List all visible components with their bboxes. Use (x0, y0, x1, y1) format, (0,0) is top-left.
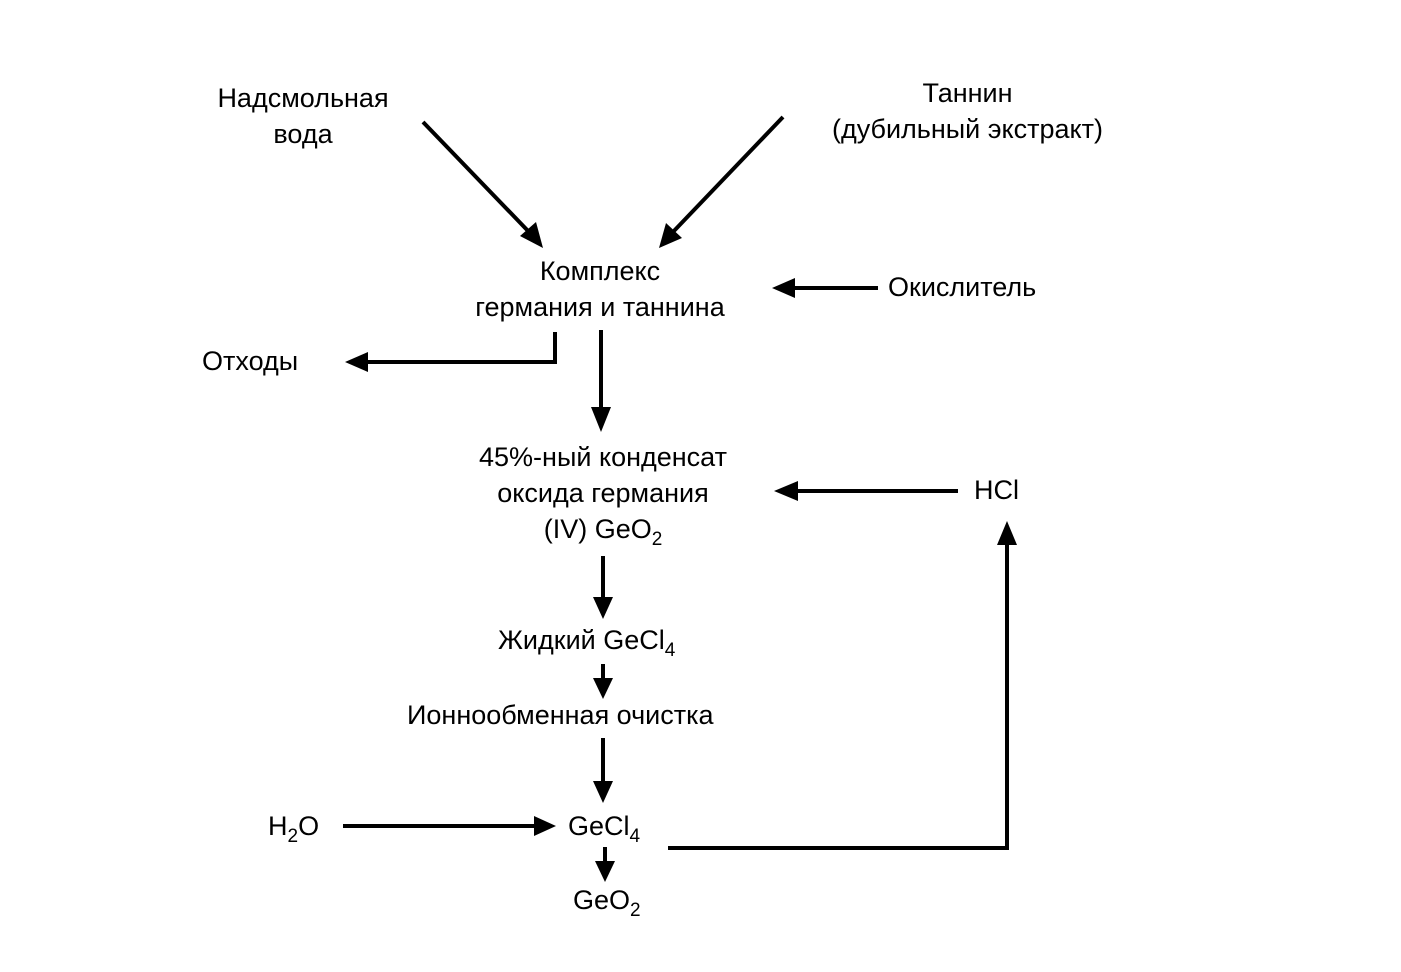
node-tannin: Таннин (дубильный экстракт) (790, 75, 1145, 147)
arrowhead-icon (593, 597, 613, 619)
arrowhead-icon (772, 278, 795, 298)
arrowhead-icon (593, 678, 613, 699)
node-complex: Комплекс германия и таннина (430, 253, 770, 325)
condensate-line2: оксида германия (497, 478, 709, 508)
node-waste: Отходы (202, 343, 298, 379)
arrowhead-icon (345, 352, 368, 372)
arrowhead-icon (591, 407, 611, 432)
hcl-text: HCl (974, 475, 1019, 505)
tannin-line2: (дубильный экстракт) (831, 114, 1104, 144)
resin-water-line1: Надсмольная (217, 83, 389, 113)
arrowhead-icon (774, 481, 798, 501)
complex-line2: германия и таннина (475, 292, 725, 322)
arrow-tannin-to-complex (670, 115, 785, 235)
arrowhead-icon (593, 781, 613, 803)
oxidizer-text: Окислитель (888, 272, 1037, 302)
arrow-gecl4-to-hcl (668, 540, 1009, 850)
node-liquid-gecl4: Жидкий GeCl4 (498, 625, 676, 661)
condensate-line3: (IV) GeO2 (543, 514, 663, 550)
arrowhead-icon (997, 521, 1017, 545)
arrowhead-icon (534, 816, 556, 836)
node-resin-water: Надсмольная вода (193, 80, 413, 152)
node-oxidizer: Окислитель (888, 269, 1036, 305)
arrowhead-icon (595, 861, 615, 882)
node-ion-exchange: Ионнообменная очистка (407, 697, 714, 733)
node-condensate: 45%-ный конденсат оксида германия (IV) G… (423, 439, 783, 550)
complex-line1: Комплекс (539, 256, 661, 286)
tannin-line1: Таннин (922, 78, 1013, 108)
arrow-resin-water-to-complex (421, 120, 532, 235)
node-geo2: GeO2 (573, 885, 641, 921)
node-hcl: HCl (974, 472, 1019, 508)
ion-exchange-text: Ионнообменная очистка (407, 700, 714, 730)
arrowhead-icon (520, 222, 543, 248)
condensate-line1: 45%-ный конденсат (479, 442, 727, 472)
resin-water-line2: вода (273, 119, 333, 149)
waste-text: Отходы (202, 346, 299, 376)
node-water: H2O (268, 811, 320, 847)
node-gecl4: GeCl4 (568, 811, 641, 847)
arrowhead-icon (659, 223, 682, 248)
arrow-complex-to-waste (362, 332, 557, 364)
